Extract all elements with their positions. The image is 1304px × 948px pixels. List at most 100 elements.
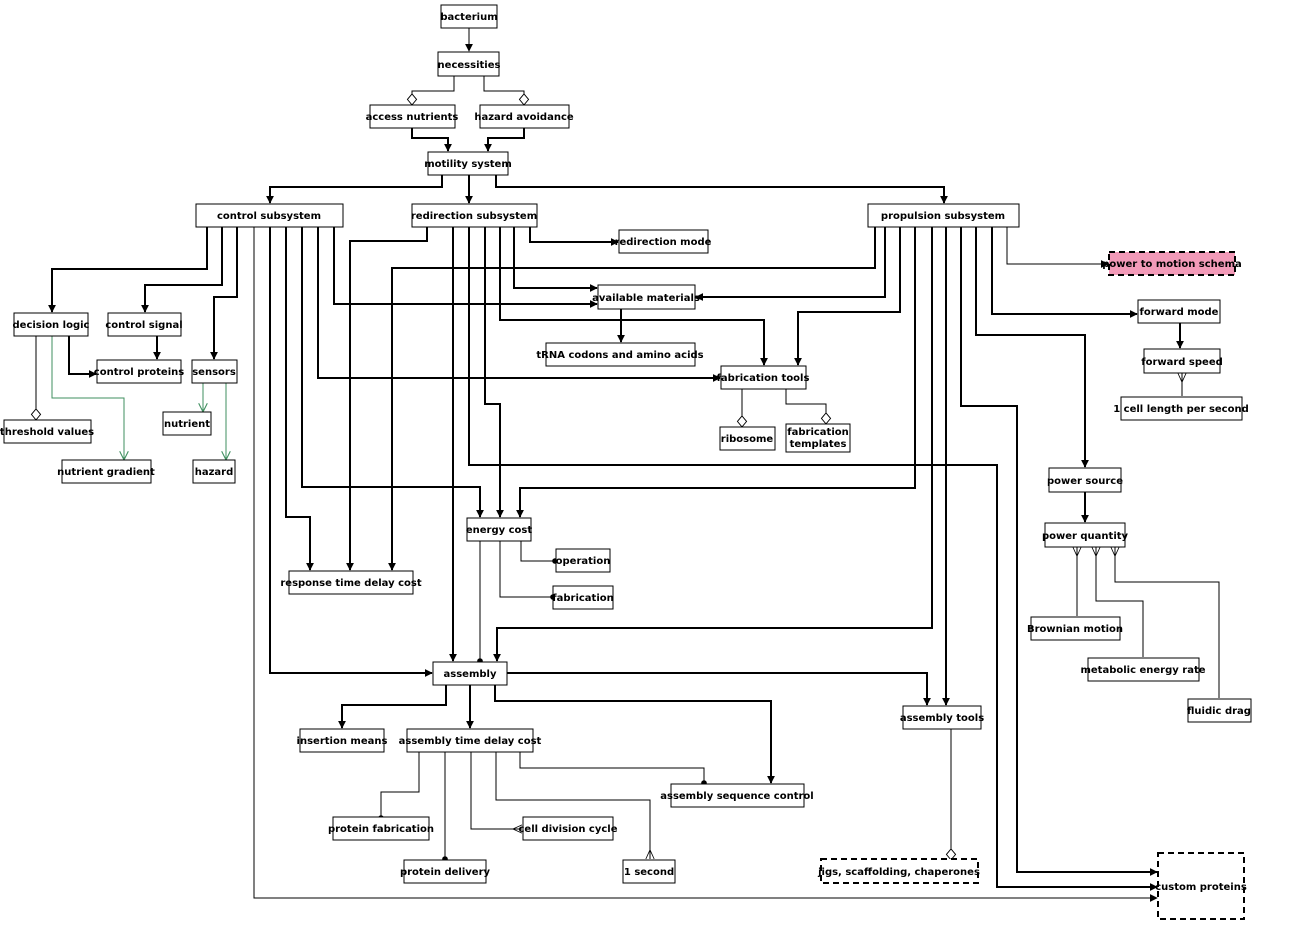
edge-redirection-energy	[484, 227, 504, 518]
edge-redirection-materials	[513, 227, 598, 292]
node-fluidic-drag[interactable]: fluidic drag	[1187, 698, 1252, 723]
edge-propulsion-powersource	[975, 227, 1089, 468]
node-label: 1 second	[624, 867, 674, 878]
edge-propulsion-schema	[1006, 227, 1109, 268]
node-control-proteins[interactable]: control proteins	[94, 359, 184, 384]
node-power-source[interactable]: power source	[1047, 467, 1123, 493]
node-control-subsystem[interactable]: control subsystem	[195, 203, 344, 228]
node-threshold-values[interactable]: threshold values	[0, 419, 94, 444]
node-forward-speed[interactable]: forward speed	[1141, 348, 1223, 374]
node-brownian-motion[interactable]: Brownian motion	[1027, 616, 1123, 641]
node-ribosome[interactable]: ribosome	[719, 426, 776, 451]
node-assembly-time-delay-cost[interactable]: assembly time delay cost	[399, 728, 542, 753]
node-one-second[interactable]: 1 second	[622, 859, 676, 884]
node-label: hazard	[195, 467, 234, 478]
node-redirection-subsystem[interactable]: redirection subsystem	[411, 203, 538, 228]
node-insertion-means[interactable]: insertion means	[297, 728, 388, 753]
node-label: assembly sequence control	[660, 791, 813, 802]
node-label: protein delivery	[400, 867, 491, 878]
edge-timedelay-celldiv	[470, 752, 522, 829]
node-jigs-scaffolding[interactable]: jigs, scaffolding, chaperones	[817, 858, 980, 884]
node-assembly-tools[interactable]: assembly tools	[900, 705, 984, 730]
node-hazard-avoidance[interactable]: hazard avoidance	[474, 104, 574, 129]
edge-assembly-sequence	[494, 685, 775, 784]
node-nutrient-gradient[interactable]: nutrient gradient	[57, 459, 155, 484]
edge-propulsion-forward	[991, 227, 1138, 318]
node-available-materials[interactable]: available materials	[592, 284, 700, 310]
node-necessities[interactable]: necessities	[437, 51, 501, 77]
node-sensors[interactable]: sensors	[191, 359, 238, 384]
node-label: operation	[556, 556, 611, 567]
edge-propulsion-materials	[695, 227, 886, 301]
node-label: fabrication tools	[717, 373, 810, 384]
edge-access-motility	[411, 128, 452, 152]
node-cell-length[interactable]: 1 cell length per second	[1113, 396, 1249, 421]
node-bacterium[interactable]: bacterium	[440, 4, 498, 29]
edge-assembly-tools	[507, 672, 931, 706]
edge-drag-quantity	[1115, 547, 1220, 698]
edge-necessities-hazard	[483, 76, 524, 104]
node-power-quantity[interactable]: power quantity	[1042, 522, 1129, 548]
edge-motility-propulsion	[495, 175, 948, 204]
node-label: redirection subsystem	[411, 211, 537, 222]
node-metabolic-energy-rate[interactable]: metabolic energy rate	[1080, 657, 1206, 682]
node-label: tRNA codons and amino acids	[536, 350, 703, 361]
node-label: Brownian motion	[1027, 624, 1123, 635]
node-control-signal[interactable]: control signal	[105, 312, 183, 337]
node-power-to-motion-schema[interactable]: power to motion schema	[1102, 251, 1242, 276]
node-label: assembly	[444, 669, 497, 680]
node-label: decision logic	[13, 320, 90, 331]
node-propulsion-subsystem[interactable]: propulsion subsystem	[867, 203, 1020, 228]
node-label: control proteins	[94, 367, 184, 378]
edge-control-custom	[253, 227, 1158, 902]
node-label: assembly tools	[900, 713, 984, 724]
node-operation[interactable]: operation	[555, 548, 611, 573]
node-energy-cost[interactable]: energy cost	[466, 517, 533, 542]
node-label: ribosome	[721, 434, 774, 445]
node-fabrication-templates[interactable]: fabrication templates	[785, 423, 851, 453]
edge-metabolic-quantity	[1096, 547, 1144, 657]
node-label: response time delay cost	[280, 578, 421, 589]
node-label: power quantity	[1042, 531, 1129, 542]
edge-redirection-response-a	[346, 227, 428, 571]
node-label: protein fabrication	[328, 824, 434, 835]
node-label: bacterium	[440, 12, 497, 23]
node-custom-proteins[interactable]: custom proteins	[1155, 852, 1247, 920]
node-trna-codons[interactable]: tRNA codons and amino acids	[536, 342, 704, 367]
node-label: control signal	[105, 320, 182, 331]
edge-control-decision	[48, 227, 208, 313]
edge-fabtools-templates	[785, 389, 826, 423]
node-nutrient[interactable]: nutrient	[162, 411, 212, 436]
edge-timedelay-second	[495, 752, 650, 859]
node-cell-division-cycle[interactable]: cell division cycle	[518, 816, 618, 841]
node-fabrication[interactable]: fabrication	[552, 585, 614, 610]
edge-control-materials	[333, 227, 598, 308]
edge-necessities-access	[412, 76, 455, 104]
node-label: fluidic drag	[1187, 706, 1251, 717]
node-label: cell division cycle	[518, 824, 617, 835]
edge-control-response	[285, 227, 314, 571]
edge-propulsion-custom	[960, 227, 1158, 876]
node-response-time-delay-cost[interactable]: response time delay cost	[280, 570, 422, 595]
edge-decision-proteins	[68, 336, 97, 378]
node-redirection-mode[interactable]: redirection mode	[615, 229, 712, 254]
node-fabrication-tools[interactable]: fabrication tools	[717, 365, 810, 390]
node-protein-delivery[interactable]: protein delivery	[400, 859, 491, 884]
node-label: redirection mode	[615, 237, 712, 248]
node-motility-system[interactable]: motility system	[424, 151, 512, 176]
node-protein-fabrication[interactable]: protein fabrication	[328, 816, 434, 841]
node-decision-logic[interactable]: decision logic	[13, 312, 90, 337]
node-forward-mode[interactable]: forward mode	[1137, 299, 1221, 324]
node-label: nutrient	[164, 419, 210, 430]
node-assembly[interactable]: assembly	[432, 661, 508, 686]
node-label: access nutrients	[366, 112, 459, 123]
node-assembly-sequence-control[interactable]: assembly sequence control	[660, 783, 814, 808]
node-access-nutrients[interactable]: access nutrients	[366, 104, 459, 129]
edge-motility-control	[266, 175, 443, 204]
node-label: fabrication	[552, 593, 614, 604]
node-label: forward speed	[1141, 357, 1223, 368]
node-hazard[interactable]: hazard	[192, 459, 236, 484]
edge-control-sensors	[210, 227, 238, 360]
node-label: power source	[1047, 476, 1123, 487]
